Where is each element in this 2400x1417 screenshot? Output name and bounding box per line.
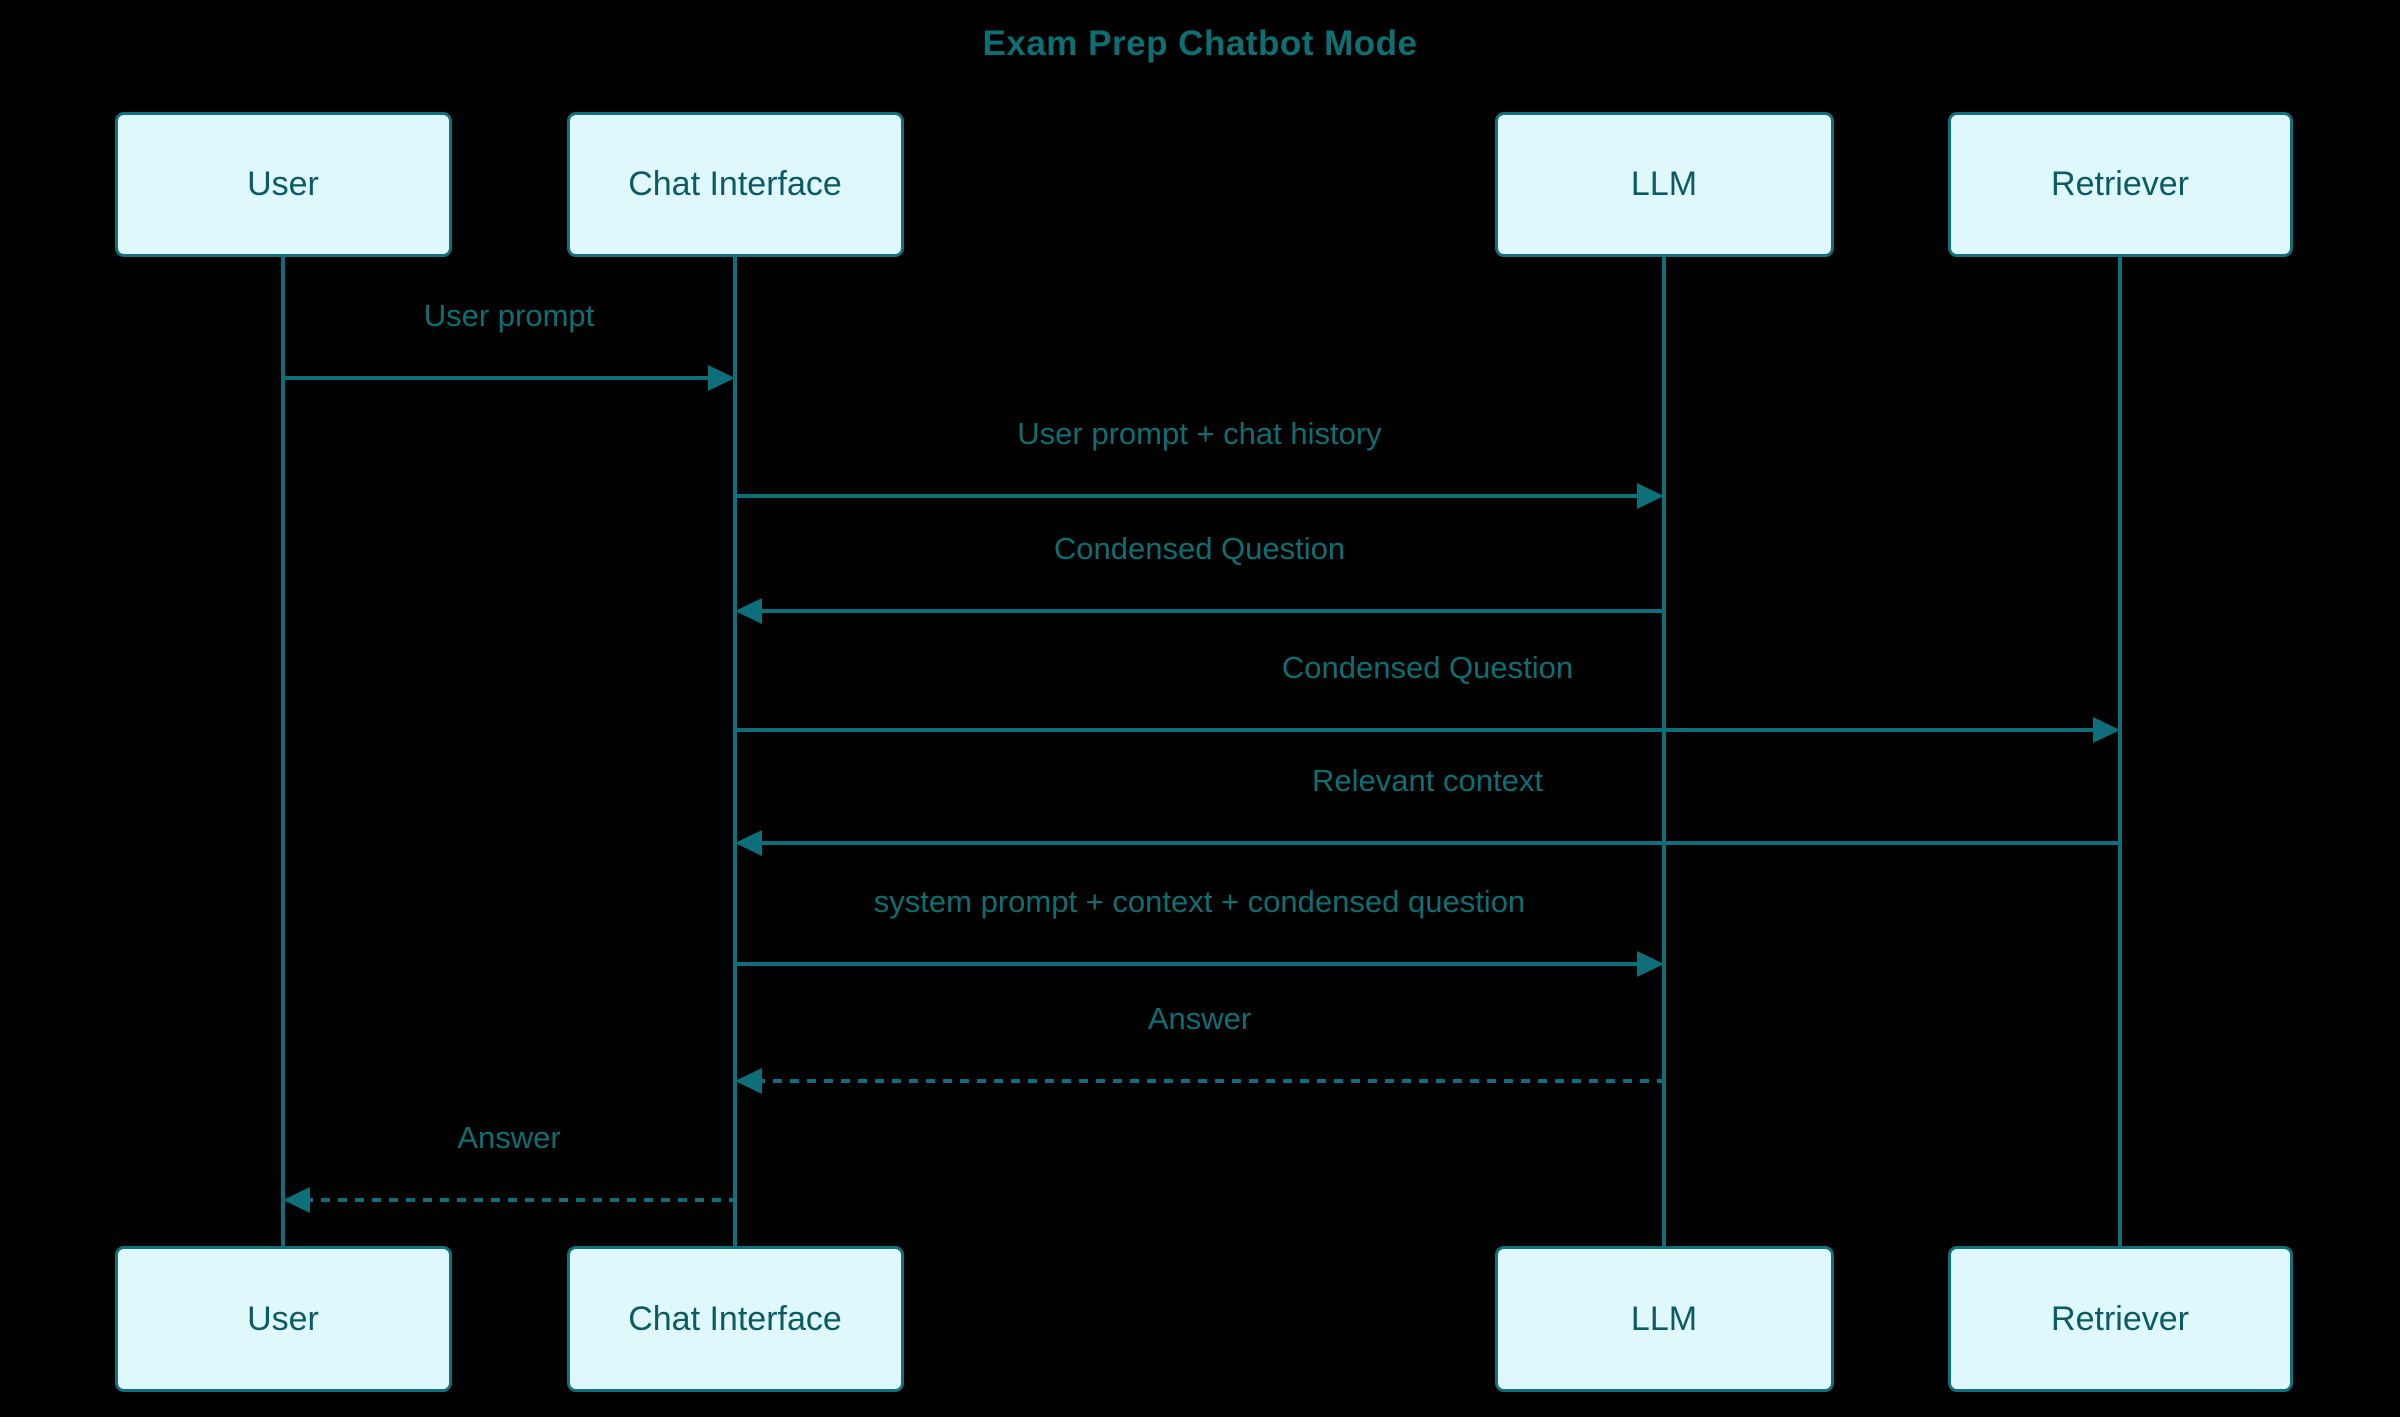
- message-label: Answer: [457, 1120, 561, 1155]
- message-arrow-line: [735, 962, 1643, 966]
- message-label: Condensed Question: [1053, 531, 1346, 566]
- arrowhead-icon: [1637, 951, 1664, 977]
- actor-box-retriever-top: Retriever: [1947, 112, 2293, 257]
- lifeline-chat: [733, 255, 737, 1248]
- actor-label-chat-top: Chat Interface: [628, 165, 842, 203]
- actor-box-user-bottom: User: [114, 1246, 452, 1392]
- message-label: Answer: [1147, 1001, 1252, 1036]
- message-label: Condensed Question: [1281, 650, 1574, 685]
- message-arrow-line: [304, 1198, 735, 1202]
- arrowhead-icon: [708, 365, 735, 391]
- arrowhead-icon: [2093, 717, 2120, 743]
- actor-box-chat-top: Chat Interface: [566, 112, 904, 257]
- actor-label-llm-top: LLM: [1630, 165, 1698, 203]
- actor-label-chat-bottom: Chat Interface: [628, 1299, 842, 1338]
- message-arrow-line: [735, 728, 2099, 732]
- message-arrow-line: [756, 841, 2120, 845]
- message-label: User prompt + chat history: [1017, 416, 1382, 451]
- arrowhead-icon: [735, 1068, 762, 1094]
- arrowhead-icon: [735, 598, 762, 624]
- actor-box-user-top: User: [114, 112, 452, 257]
- lifeline-retriever: [2118, 255, 2122, 1248]
- message-arrow-line: [735, 494, 1643, 498]
- message-label: User prompt: [423, 298, 595, 333]
- message-arrow-line: [283, 376, 714, 380]
- message-label: Relevant context: [1312, 763, 1543, 798]
- arrowhead-icon: [735, 830, 762, 856]
- message-arrow-line: [756, 1079, 1664, 1083]
- message-arrow-line: [756, 609, 1664, 613]
- lifeline-user: [281, 255, 285, 1248]
- actor-box-llm-top: LLM: [1494, 112, 1834, 257]
- actor-label-retriever-bottom: Retriever: [2051, 1299, 2189, 1338]
- lifeline-llm: [1662, 255, 1666, 1248]
- actor-box-chat-bottom: Chat Interface: [566, 1246, 904, 1392]
- arrowhead-icon: [283, 1187, 310, 1213]
- diagram-title: Exam Prep Chatbot Mode: [982, 24, 1418, 63]
- actor-label-llm-bottom: LLM: [1630, 1299, 1698, 1338]
- actor-label-retriever-top: Retriever: [2051, 165, 2189, 203]
- actor-box-llm-bottom: LLM: [1494, 1246, 1834, 1392]
- message-label: system prompt + context + condensed ques…: [873, 884, 1526, 919]
- actor-label-user-bottom: User: [247, 1299, 319, 1338]
- actor-box-retriever-bottom: Retriever: [1947, 1246, 2293, 1392]
- actor-label-user-top: User: [247, 165, 319, 203]
- arrowhead-icon: [1637, 483, 1664, 509]
